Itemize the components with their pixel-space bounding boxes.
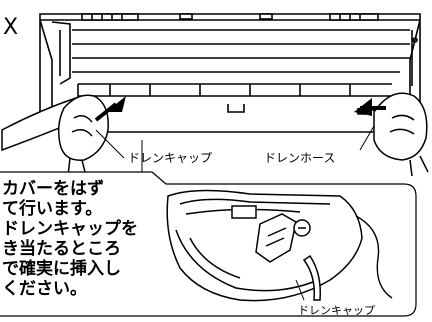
instruction-line-5: で確実に挿入し: [2, 258, 121, 279]
leader-line-detail: [295, 279, 305, 301]
top-left-fragment: X: [3, 15, 18, 40]
instruction-line-3: ドレンキャップを: [2, 218, 138, 239]
instruction-text: カバーをはず て行います。 ドレンキャップを き当たるところ で確実に挿入し く…: [2, 179, 138, 299]
cap-arrow: [94, 96, 126, 122]
instruction-line-1: カバーをはず: [2, 179, 104, 199]
right-hand: [373, 92, 429, 177]
instruction-line-6: ください。: [2, 279, 87, 299]
left-hand: [1, 94, 109, 177]
drain-cap-detail-label: ドレンキャップ: [298, 304, 375, 317]
instruction-line-2: て行います。: [2, 198, 102, 219]
hose-detail-line: [355, 215, 393, 299]
indoor-unit: [39, 13, 421, 133]
leader-line-cap: [95, 129, 125, 159]
leader-line-hose: [359, 125, 375, 151]
hose-arrow: [354, 98, 386, 116]
drain-pan-detail: [166, 189, 363, 302]
drain-hose-label: ドレンホース: [264, 151, 335, 165]
instruction-line-4: き当たるところ: [2, 238, 121, 259]
drain-cap-label: ドレンキャップ: [128, 151, 212, 165]
